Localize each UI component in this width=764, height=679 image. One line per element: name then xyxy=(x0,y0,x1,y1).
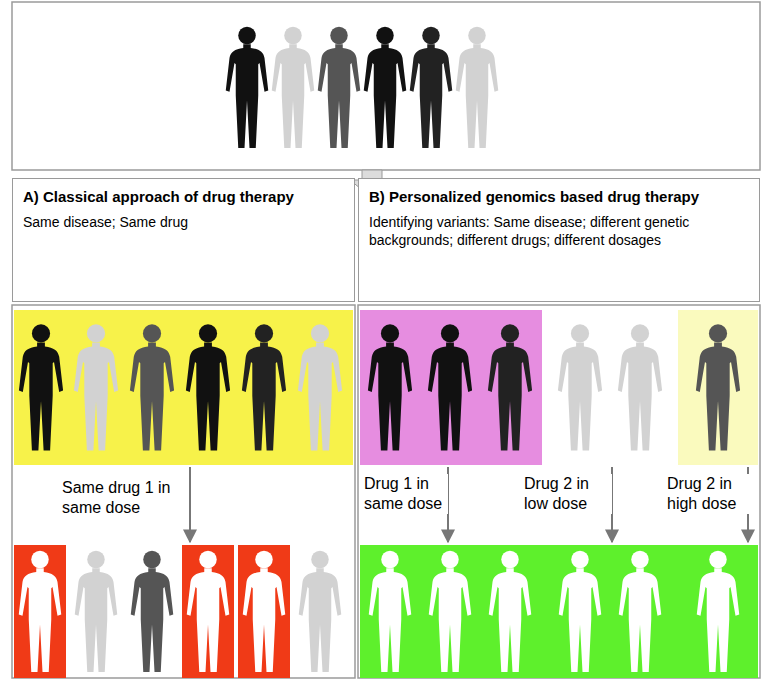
person-figure xyxy=(242,324,286,450)
yellow-band xyxy=(14,310,353,465)
person-figure xyxy=(364,27,407,148)
arrow-label: Drug 2 in high dose xyxy=(665,474,749,514)
person-figure xyxy=(272,27,315,148)
person-figure xyxy=(299,551,342,672)
person-figure xyxy=(226,27,269,148)
person-figure xyxy=(456,27,499,148)
box-body: Same disease; Same drug xyxy=(23,213,344,232)
person-figure xyxy=(489,551,532,672)
person-figure xyxy=(429,551,472,672)
person-figure xyxy=(75,551,118,672)
adverse-band xyxy=(14,545,66,678)
person-figure xyxy=(558,324,602,450)
person-figure xyxy=(410,27,453,148)
person-figure xyxy=(428,324,472,450)
person-figure xyxy=(19,551,62,672)
pale-yellow-band xyxy=(678,310,758,465)
approach-box: A) Classical approach of drug therapySam… xyxy=(12,178,355,302)
approach-box: B) Personalized genomics based drug ther… xyxy=(358,178,760,302)
adverse-band xyxy=(238,545,290,678)
person-figure xyxy=(619,551,662,672)
panel-frame xyxy=(12,305,355,678)
person-figure xyxy=(318,27,361,148)
person-figure xyxy=(243,551,286,672)
person-figure xyxy=(488,324,532,450)
population-box xyxy=(12,2,760,170)
success-band xyxy=(360,545,758,678)
panel-frame xyxy=(358,305,760,678)
pink-band xyxy=(360,310,542,465)
person-figure xyxy=(130,324,174,450)
person-figure xyxy=(186,324,230,450)
person-figure xyxy=(368,324,412,450)
person-figure xyxy=(559,551,602,672)
treatment-arrow xyxy=(189,467,191,542)
person-figure xyxy=(697,551,740,672)
box-heading: A) Classical approach of drug therapy xyxy=(23,187,344,207)
person-figure xyxy=(298,324,342,450)
person-figure xyxy=(696,324,740,450)
person-figure xyxy=(19,324,63,450)
arrow-label: Drug 1 in same dose xyxy=(362,474,448,514)
adverse-band xyxy=(182,545,234,678)
person-figure xyxy=(369,551,412,672)
arrow-label: Same drug 1 in same dose xyxy=(60,478,189,518)
person-figure xyxy=(187,551,230,672)
person-figure xyxy=(131,551,174,672)
box-body: Identifying variants: Same disease; diff… xyxy=(369,213,749,251)
person-figure xyxy=(74,324,118,450)
person-figure xyxy=(618,324,662,450)
arrow-label: Drug 2 in low dose xyxy=(522,474,612,514)
box-heading: B) Personalized genomics based drug ther… xyxy=(369,187,749,207)
